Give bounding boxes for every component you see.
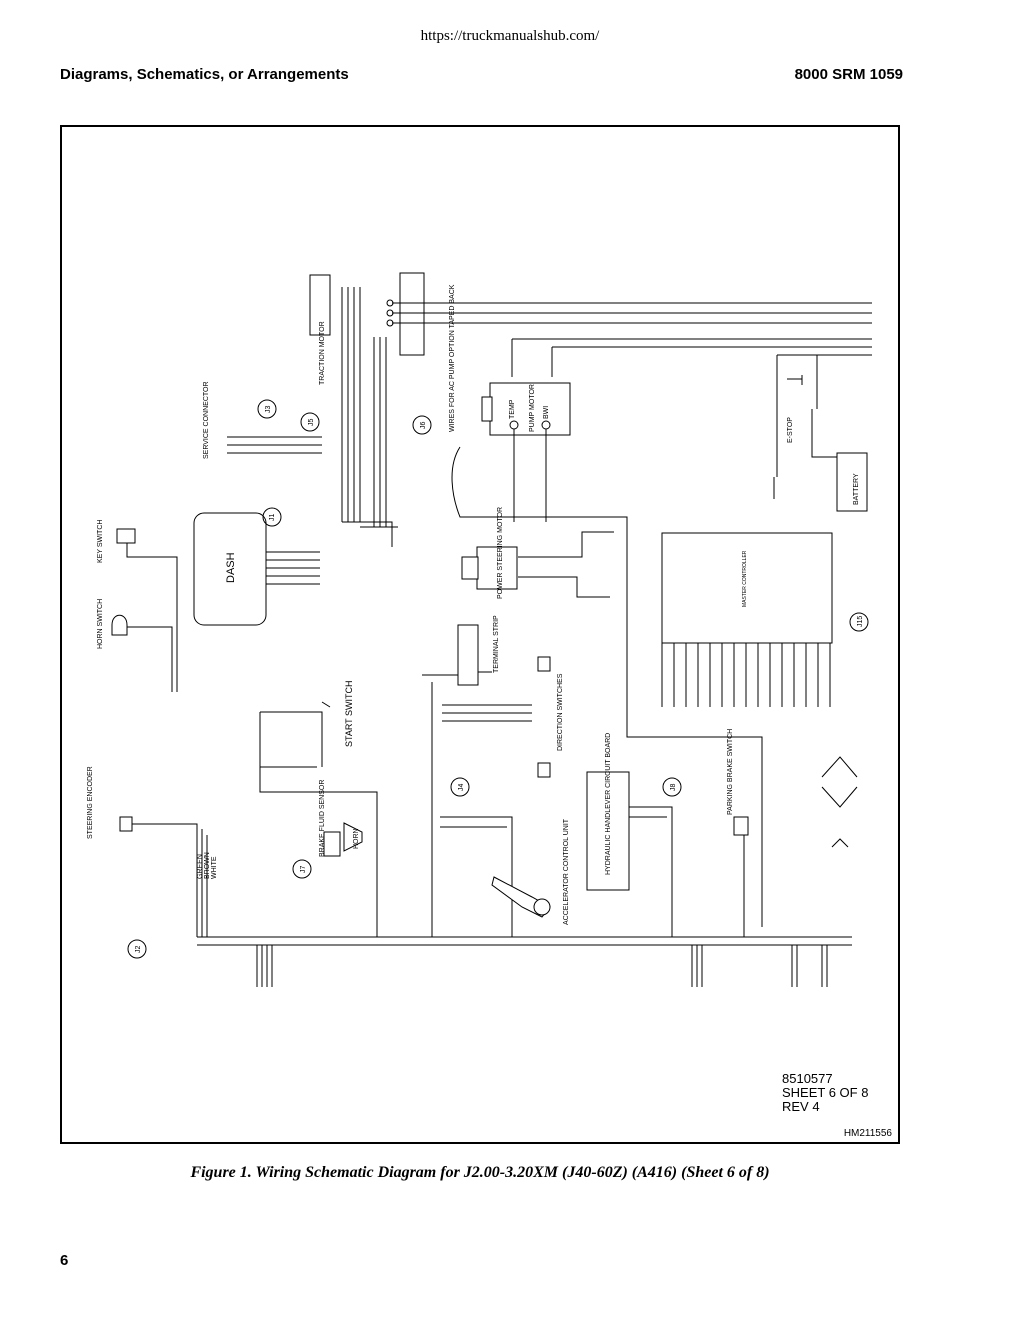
figure-id: HM211556: [843, 1128, 892, 1139]
label-j6: J6: [420, 422, 427, 430]
traction-connector-block: [309, 274, 331, 336]
label-j15: J15: [857, 616, 864, 627]
label-traction-motor: TRACTION MOTOR: [319, 321, 326, 385]
sheet-info: 8510577 SHEET 6 OF 8 REV 4: [782, 1072, 868, 1114]
label-bwi: BWI: [543, 406, 550, 419]
power-steering-motor: [476, 546, 518, 590]
label-start-switch: START SWITCH: [344, 680, 354, 747]
terminal-strip: [457, 624, 479, 686]
key-switch-body: [116, 528, 136, 544]
main-connector-block: [399, 272, 425, 356]
dash-module: [193, 512, 267, 626]
label-hydraulic-board: HYDRAULIC HANDLEVER CIRCUIT BOARD: [605, 733, 612, 875]
label-key-switch: KEY SWITCH: [97, 520, 104, 563]
label-temp: TEMP: [509, 399, 516, 419]
label-service-connector: SERVICE CONNECTOR: [203, 381, 210, 459]
label-j4: J4: [458, 784, 465, 792]
figure-caption: Figure 1. Wiring Schematic Diagram for J…: [190, 1164, 770, 1181]
pump-motor: [489, 382, 571, 436]
label-accelerator: ACCELERATOR CONTROL UNIT: [563, 818, 570, 925]
label-direction-switches: DIRECTION SWITCHES: [557, 673, 564, 751]
revision: REV 4: [782, 1099, 820, 1114]
battery: [836, 452, 868, 512]
label-horn-switch: HORN SWITCH: [97, 599, 104, 649]
label-parking-brake-switch: PARKING BRAKE SWITCH: [727, 729, 734, 815]
wiring-schematic-figure: TRACTION MOTOR WIRES FOR AC PUMP OPTION …: [60, 125, 900, 1144]
label-power-steering-motor: POWER STEERING MOTOR: [497, 507, 504, 599]
label-j5: J5: [308, 419, 315, 427]
label-dash: DASH: [225, 552, 237, 583]
section-title: Diagrams, Schematics, or Arrangements: [60, 66, 349, 83]
sheet-number: SHEET 6 OF 8: [782, 1085, 869, 1100]
label-j3: J3: [265, 406, 272, 414]
label-steering-encoder: STEERING ENCODER: [87, 766, 94, 839]
label-green: GREEN: [197, 854, 204, 879]
page-number: 6: [60, 1252, 69, 1269]
label-brake-fluid-sensor: BRAKE FLUID SENSOR: [319, 780, 326, 857]
label-wires-ac-pump: WIRES FOR AC PUMP OPTION TAPED BACK: [449, 284, 456, 432]
label-horn: HORN: [353, 828, 360, 849]
master-controller: [661, 532, 833, 644]
label-brown: BROWN: [204, 852, 211, 879]
source-url[interactable]: https://truckmanualshub.com/: [420, 28, 600, 44]
label-master-controller: MASTER CONTROLLER: [742, 550, 748, 607]
drawing-number: 8510577: [782, 1071, 833, 1086]
label-j2: J2: [135, 946, 142, 954]
label-j1: J1: [269, 514, 276, 522]
hydraulic-board: [586, 771, 630, 891]
label-white: WHITE: [211, 856, 218, 879]
manual-code: 8000 SRM 1059: [794, 66, 903, 83]
label-battery: BATTERY: [853, 473, 860, 505]
label-terminal-strip: TERMINAL STRIP: [493, 615, 500, 673]
label-pump-motor: PUMP MOTOR: [529, 384, 536, 432]
label-j7: J7: [300, 866, 307, 874]
label-e-stop: E-STOP: [787, 417, 794, 443]
wiring-schematic: TRACTION MOTOR WIRES FOR AC PUMP OPTION …: [87, 272, 872, 987]
label-j8: J8: [670, 784, 677, 792]
